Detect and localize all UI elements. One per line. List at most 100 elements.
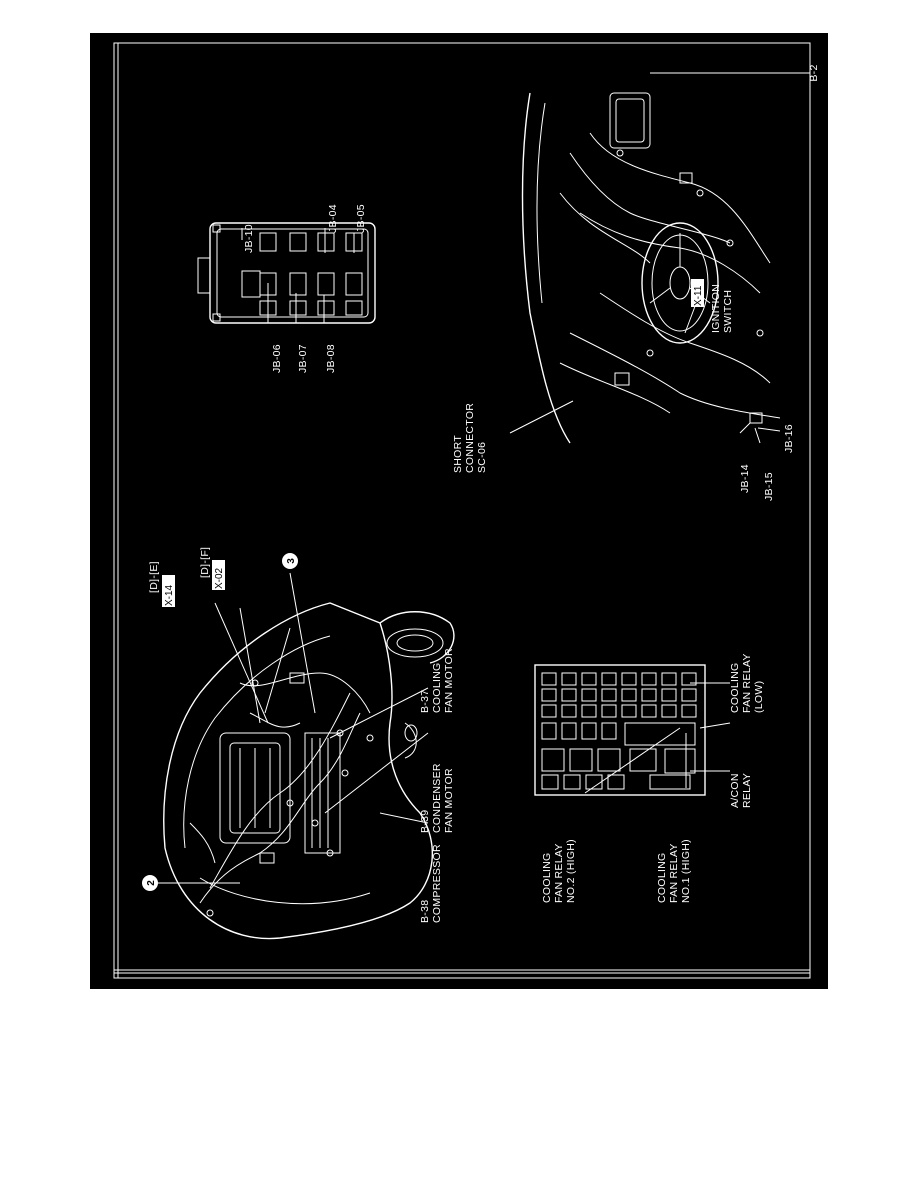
fuse-slot: [621, 688, 637, 702]
fuse-slot: [581, 704, 597, 718]
svg-text:B-39: B-39: [419, 810, 431, 833]
relay-slot: [629, 748, 657, 772]
junction-box: [197, 222, 376, 324]
fuse-slot: [661, 688, 677, 702]
svg-text:FAN MOTOR: FAN MOTOR: [443, 768, 455, 833]
label-jb15: JB-15: [763, 472, 775, 501]
fuse-slot: [541, 672, 557, 686]
svg-text:NO.1 (HIGH): NO.1 (HIGH): [680, 839, 692, 903]
svg-text:RELAY: RELAY: [741, 773, 753, 808]
fuse-slot: [561, 672, 577, 686]
fuse-slot: [641, 704, 657, 718]
svg-text:COMPRESSOR: COMPRESSOR: [431, 844, 443, 923]
fuse-slot: [541, 704, 557, 718]
fuse-slot: [601, 672, 617, 686]
svg-text:B-38: B-38: [419, 900, 431, 923]
connector-x14-box: X-14: [162, 575, 175, 607]
label-jb05: JB-05: [355, 204, 367, 233]
svg-text:(LOW): (LOW): [753, 681, 765, 713]
svg-text:CONDENSER: CONDENSER: [431, 763, 443, 833]
label-jb06: JB-06: [271, 344, 283, 373]
fuse-slot: [661, 704, 677, 718]
svg-text:NO.2 (HIGH): NO.2 (HIGH): [565, 839, 577, 903]
label-cooling-fan-relay-no2: COOLING FAN RELAY NO.2 (HIGH): [541, 839, 577, 903]
svg-text:COOLING: COOLING: [729, 662, 741, 713]
fuse-slot: [561, 688, 577, 702]
label-ignition-switch: IGNITION SWITCH: [710, 284, 734, 333]
svg-text:B-37: B-37: [419, 690, 431, 713]
fuse-slot: [561, 704, 577, 718]
fuse-slot: [661, 672, 677, 686]
svg-text:CONNECTOR: CONNECTOR: [464, 403, 476, 473]
relay-slot: [541, 748, 565, 772]
connector-x11-box: X-11: [691, 279, 704, 307]
svg-text:FAN MOTOR: FAN MOTOR: [443, 648, 455, 713]
svg-text:COOLING: COOLING: [431, 662, 443, 713]
fuse-slot: [681, 688, 697, 702]
fuse-slot: [561, 722, 577, 740]
callout-2: 2: [142, 875, 158, 891]
connector-df-label: [D]-[F]: [199, 547, 211, 578]
label-acon-relay: A/CON RELAY: [729, 773, 753, 808]
page-code: B-2: [808, 64, 820, 81]
relay-slot: [569, 748, 593, 772]
label-jb04: JB-04: [327, 204, 339, 233]
label-cooling-fan-relay-low: COOLING FAN RELAY (LOW): [729, 653, 765, 713]
junction-box-leaders: [241, 228, 355, 323]
connector-x02-box: X-02: [212, 560, 225, 590]
label-jb14: JB-14: [739, 464, 751, 493]
relay-box-leaders: [584, 682, 731, 794]
fuse-slot: [621, 672, 637, 686]
relay-slot: [624, 722, 696, 746]
fuse-slot: [601, 722, 617, 740]
relay-slot: [541, 774, 559, 790]
wiring-diagram: B-2: [113, 42, 820, 979]
label-short-connector: SHORT CONNECTOR SC-06: [452, 403, 488, 473]
fuse-slot: [541, 722, 557, 740]
fuse-slot: [641, 688, 657, 702]
fuse-slot: [641, 672, 657, 686]
relay-slot: [607, 774, 625, 790]
svg-text:3: 3: [286, 558, 297, 564]
label-jb07: JB-07: [297, 344, 309, 373]
connector-de-label: [D]-[E]: [148, 561, 160, 593]
relay-slot: [585, 774, 603, 790]
fuse-slot: [581, 672, 597, 686]
diagram-plate: B-2: [90, 33, 828, 989]
svg-text:FAN RELAY: FAN RELAY: [553, 843, 565, 903]
label-jb08: JB-08: [325, 344, 337, 373]
label-b39: B-39 CONDENSER FAN MOTOR: [419, 763, 455, 833]
svg-text:SC-06: SC-06: [476, 442, 488, 473]
relay-slot: [563, 774, 581, 790]
fuse-slot: [621, 704, 637, 718]
relay-box-grid: [541, 672, 697, 790]
svg-text:X-11: X-11: [693, 285, 704, 306]
fuse-slot: [681, 672, 697, 686]
fuse-slot: [601, 704, 617, 718]
svg-text:COOLING: COOLING: [656, 852, 668, 903]
fuse-slot: [601, 688, 617, 702]
svg-text:FAN RELAY: FAN RELAY: [668, 843, 680, 903]
relay-slot: [649, 774, 691, 790]
fuse-slot: [581, 688, 597, 702]
engine-bay-illustration: [163, 602, 455, 940]
svg-text:A/CON: A/CON: [729, 773, 741, 808]
fuse-slot: [541, 688, 557, 702]
relay-slot: [664, 748, 696, 774]
svg-text:FAN RELAY: FAN RELAY: [741, 653, 753, 713]
dashboard-leaders: [509, 292, 781, 444]
page-border: [113, 42, 811, 979]
svg-text:SWITCH: SWITCH: [722, 290, 734, 333]
label-b37: B-37 COOLING FAN MOTOR: [419, 648, 455, 713]
svg-text:COOLING: COOLING: [541, 852, 553, 903]
svg-text:X-14: X-14: [164, 584, 175, 606]
svg-text:2: 2: [146, 880, 157, 886]
label-jb16: JB-16: [783, 424, 795, 453]
svg-text:X-02: X-02: [214, 567, 225, 589]
label-b38: B-38 COMPRESSOR: [419, 844, 443, 923]
label-jb10: JB-10: [243, 224, 255, 253]
dashboard-illustration: [521, 72, 810, 444]
fuse-slot: [681, 704, 697, 718]
svg-text:IGNITION: IGNITION: [710, 284, 722, 333]
engine-bay-leaders: [153, 572, 429, 884]
